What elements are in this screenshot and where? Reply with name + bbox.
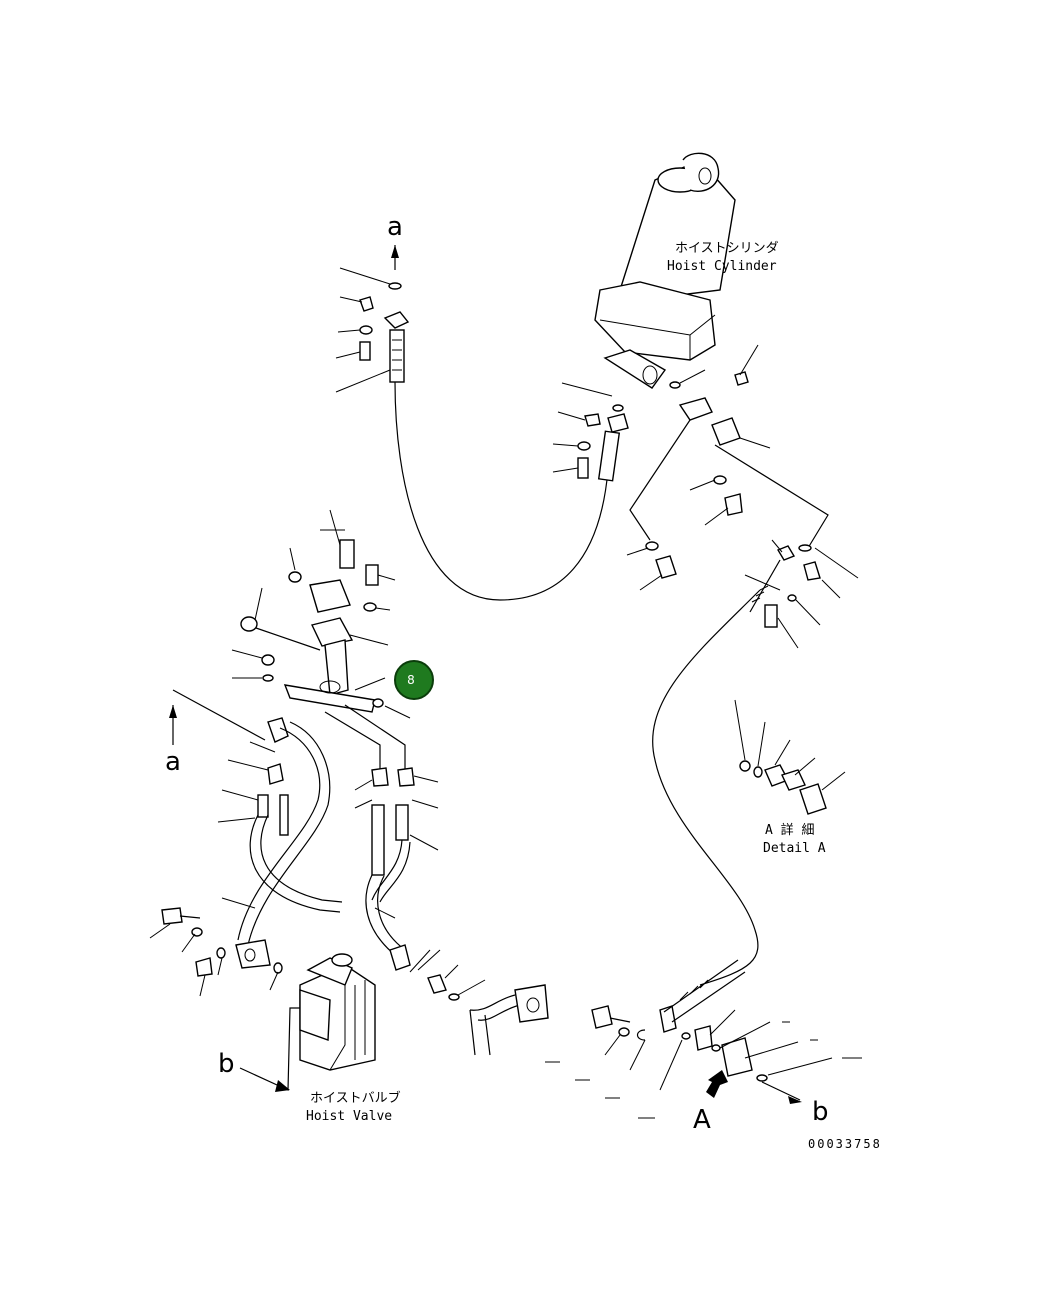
hose-fitting-cylinder — [552, 382, 629, 482]
callout-8-number: 8 — [407, 673, 415, 687]
bottom-right-fittings — [545, 959, 862, 1119]
detail-a-label-jp: A 詳 細 — [765, 822, 814, 838]
ref-label-A: A — [693, 1105, 711, 1135]
elbow-fitting-middle — [626, 541, 677, 591]
hoist-valve — [149, 907, 376, 1071]
hose-top-loop — [394, 381, 609, 601]
hose-fitting-top-left — [335, 267, 410, 393]
ref-arrow-b-right — [761, 1081, 802, 1104]
hoist-valve-label-jp: ホイストバルブ — [310, 1090, 401, 1106]
block-fitting-right — [629, 344, 829, 549]
detail-a-parts — [734, 699, 846, 815]
ref-arrow-a-left — [169, 689, 266, 745]
ref-label-a-top: a — [387, 212, 403, 242]
ref-arrow-b-left — [239, 1007, 300, 1092]
ref-arrow-a-top — [391, 245, 399, 270]
bracket-assembly — [231, 509, 411, 719]
bottom-middle-fittings — [417, 949, 549, 1056]
hoist-cylinder-label-en: Hoist Cylinder — [667, 259, 777, 274]
callout-8-circle[interactable] — [394, 660, 434, 700]
ref-label-b-right: b — [812, 1097, 829, 1127]
hoist-cylinder-label-jp: ホイストシリンダ — [675, 241, 779, 256]
center-hoses — [324, 704, 439, 973]
callout-8[interactable]: 8 — [394, 660, 434, 700]
ref-label-b-left: b — [218, 1049, 235, 1079]
hoist-valve-label-en: Hoist Valve — [306, 1109, 392, 1124]
ref-label-a-left: a — [165, 747, 181, 777]
hoist-cylinder — [594, 152, 736, 389]
hose-right-long — [652, 589, 761, 986]
left-tubes — [217, 717, 343, 946]
detail-a-label-en: Detail A — [763, 841, 826, 856]
right-hose-fittings — [744, 539, 859, 649]
drawing-number: 00033758 — [808, 1137, 882, 1151]
